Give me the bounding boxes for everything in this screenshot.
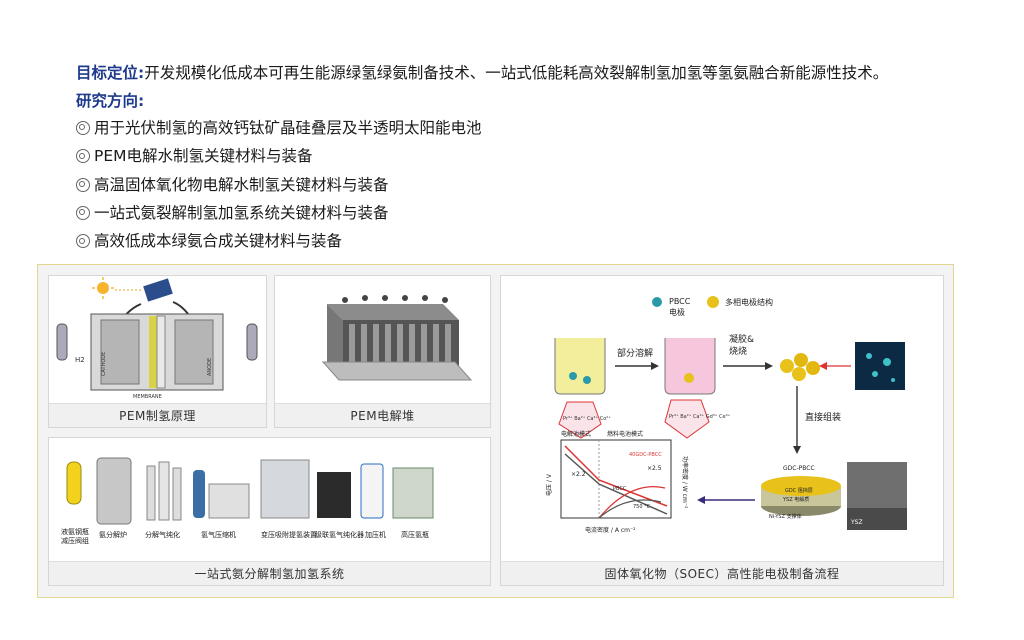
equipment-label: 氢气压缩机 — [201, 531, 236, 539]
gel-label-2: 烧烧 — [729, 345, 747, 357]
partial-dissolve-label: 部分溶解 — [617, 347, 653, 359]
direction-text: 用于光伏制氢的高效钙钛矿晶硅叠层及半透明太阳能电池 — [94, 119, 482, 137]
soec-process-diagram: PBCC 电极 多相电极结构 Pr³⁺ Ba²⁺ Ca²⁺ Co²⁺ 部分溶解 … — [501, 276, 943, 561]
double-circle-bullet-icon — [76, 177, 90, 192]
pem-stack-image — [275, 276, 490, 403]
anode-label: ANODE — [207, 358, 213, 376]
solar-panel-icon — [143, 278, 173, 302]
list-item: 高温固体氧化物电解水制氢关键材料与装备 — [76, 174, 976, 196]
figure-frame: H2 CATHODE ANODE MEMBRANE PEM制氢原理 — [37, 264, 954, 598]
soec-panel: PBCC 电极 多相电极结构 Pr³⁺ Ba²⁺ Ca²⁺ Co²⁺ 部分溶解 … — [500, 275, 944, 586]
x25-label: ×2.5 — [647, 465, 662, 472]
panel-caption: PEM制氢原理 — [49, 403, 266, 427]
equipment-label: 加压机 — [365, 531, 386, 539]
ions-label-2: Pr³⁺ Ba²⁺ Ca²⁺ Gd³⁺ Ce⁴⁺ — [669, 414, 731, 420]
gel-label-1: 凝胶& — [729, 333, 754, 345]
equipment-label: 氨分解炉 — [99, 531, 127, 539]
ysz-electrolyte-label: YSZ 电解质 — [782, 496, 809, 503]
iv-chart — [560, 439, 672, 519]
pem-stack-panel: PEM电解堆 — [274, 275, 491, 428]
ammonia-equipment-row: 液氨钢瓶减压阀组 氨分解炉 分解气纯化 氢气压缩机 变压吸附提氢装置 级联氢气纯… — [49, 438, 490, 561]
equipment-label: 级联氢气纯化器 — [315, 531, 364, 539]
gdc-barrier-label: GDC 阻挡层 — [785, 487, 813, 494]
list-item: PEM电解水制氢关键材料与装备 — [76, 145, 976, 167]
panel-caption: PEM电解堆 — [275, 403, 490, 427]
electrolysis-mode-label: 电解池模式 — [561, 430, 591, 438]
directions-list: 用于光伏制氢的高效钙钛矿晶硅叠层及半透明太阳能电池 PEM电解水制氢关键材料与装… — [76, 117, 976, 252]
sun-icon — [97, 282, 109, 294]
yaxis-left-label: 电压 / V — [545, 473, 553, 496]
x22-label: ×2.2 — [571, 471, 586, 478]
gdc-pbcc-label: GDC-PBCC — [783, 465, 815, 472]
panel-caption: 一站式氨分解制氢加氢系统 — [49, 561, 490, 585]
direction-text: 高效低成本绿氨合成关键材料与装备 — [94, 232, 343, 251]
panel-caption: 固体氧化物（SOEC）高性能电极制备流程 — [501, 561, 943, 585]
double-circle-bullet-icon — [76, 205, 90, 220]
ysz-sem-label: YSZ — [850, 519, 863, 526]
equipment-label: 液氨钢瓶减压阀组 — [61, 528, 89, 545]
fuel-cell-mode-label: 燃料电池模式 — [607, 430, 643, 438]
yaxis-right-label: 功率密度 / W cm⁻² — [681, 456, 689, 509]
pbcc-gdc-curve-label: 40GDC-PBCC — [629, 452, 662, 458]
sun-rays-icon — [92, 277, 114, 299]
equipment-label: 分解气纯化 — [145, 531, 180, 539]
direction-text: 一站式氨裂解制氢加氢系统关键材料与装备 — [94, 203, 389, 222]
double-circle-bullet-icon — [76, 121, 90, 135]
direction-text: 高温固体氧化物电解水制氢关键材料与装备 — [94, 175, 389, 194]
direction-text: PEM电解水制氢关键材料与装备 — [94, 147, 313, 166]
pbcc-label-2: 电极 — [669, 307, 685, 317]
list-item: 用于光伏制氢的高效钙钛矿晶硅叠层及半透明太阳能电池 — [76, 117, 976, 139]
pbcc-label-1: PBCC — [669, 297, 691, 306]
multiphase-label: 多相电极结构 — [725, 297, 773, 307]
h2-label: H2 — [75, 356, 85, 364]
membrane-label: MEMBRANE — [133, 394, 162, 400]
xaxis-label: 电流密度 / A cm⁻² — [585, 526, 636, 534]
ammonia-system-panel: 液氨钢瓶减压阀组 氨分解炉 分解气纯化 氢气压缩机 变压吸附提氢装置 级联氢气纯… — [48, 437, 491, 586]
equipment-label: 变压吸附提氢装置 — [261, 531, 317, 539]
double-circle-bullet-icon — [76, 149, 90, 164]
list-item: 一站式氨裂解制氢加氢系统关键材料与装备 — [76, 202, 976, 224]
equipment-labels: 液氨钢瓶减压阀组 氨分解炉 分解气纯化 氢气压缩机 变压吸附提氢装置 级联氢气纯… — [49, 528, 490, 548]
equipment-label: 高压氢瓶 — [401, 531, 429, 539]
directions-label: 研究方向: — [76, 92, 145, 110]
pbcc-curve-label: PBCC — [613, 486, 627, 492]
header-section: 目标定位:开发规模化低成本可再生能源绿氢绿氨制备技术、一站式低能耗高效裂解制氢加… — [76, 62, 976, 258]
ni-ysz-label: Ni-YSZ 支撑体 — [769, 513, 802, 520]
direct-assembly-label: 直接组装 — [805, 411, 841, 423]
pem-principle-panel: H2 CATHODE ANODE MEMBRANE PEM制氢原理 — [48, 275, 267, 428]
cathode-label: CATHODE — [101, 352, 107, 376]
double-circle-bullet-icon — [76, 234, 90, 249]
pem-principle-diagram: H2 CATHODE ANODE MEMBRANE — [49, 276, 266, 403]
temp-label: 750 °C — [633, 504, 651, 510]
ions-label-1: Pr³⁺ Ba²⁺ Ca²⁺ Co²⁺ — [563, 416, 611, 422]
list-item: 高效低成本绿氨合成关键材料与装备 — [76, 230, 976, 252]
goal-statement: 目标定位:开发规模化低成本可再生能源绿氢绿氨制备技术、一站式低能耗高效裂解制氢加… — [76, 62, 976, 84]
goal-text: 开发规模化低成本可再生能源绿氢绿氨制备技术、一站式低能耗高效裂解制氢加氢等氢氨融… — [144, 64, 889, 82]
goal-label: 目标定位: — [76, 64, 145, 82]
